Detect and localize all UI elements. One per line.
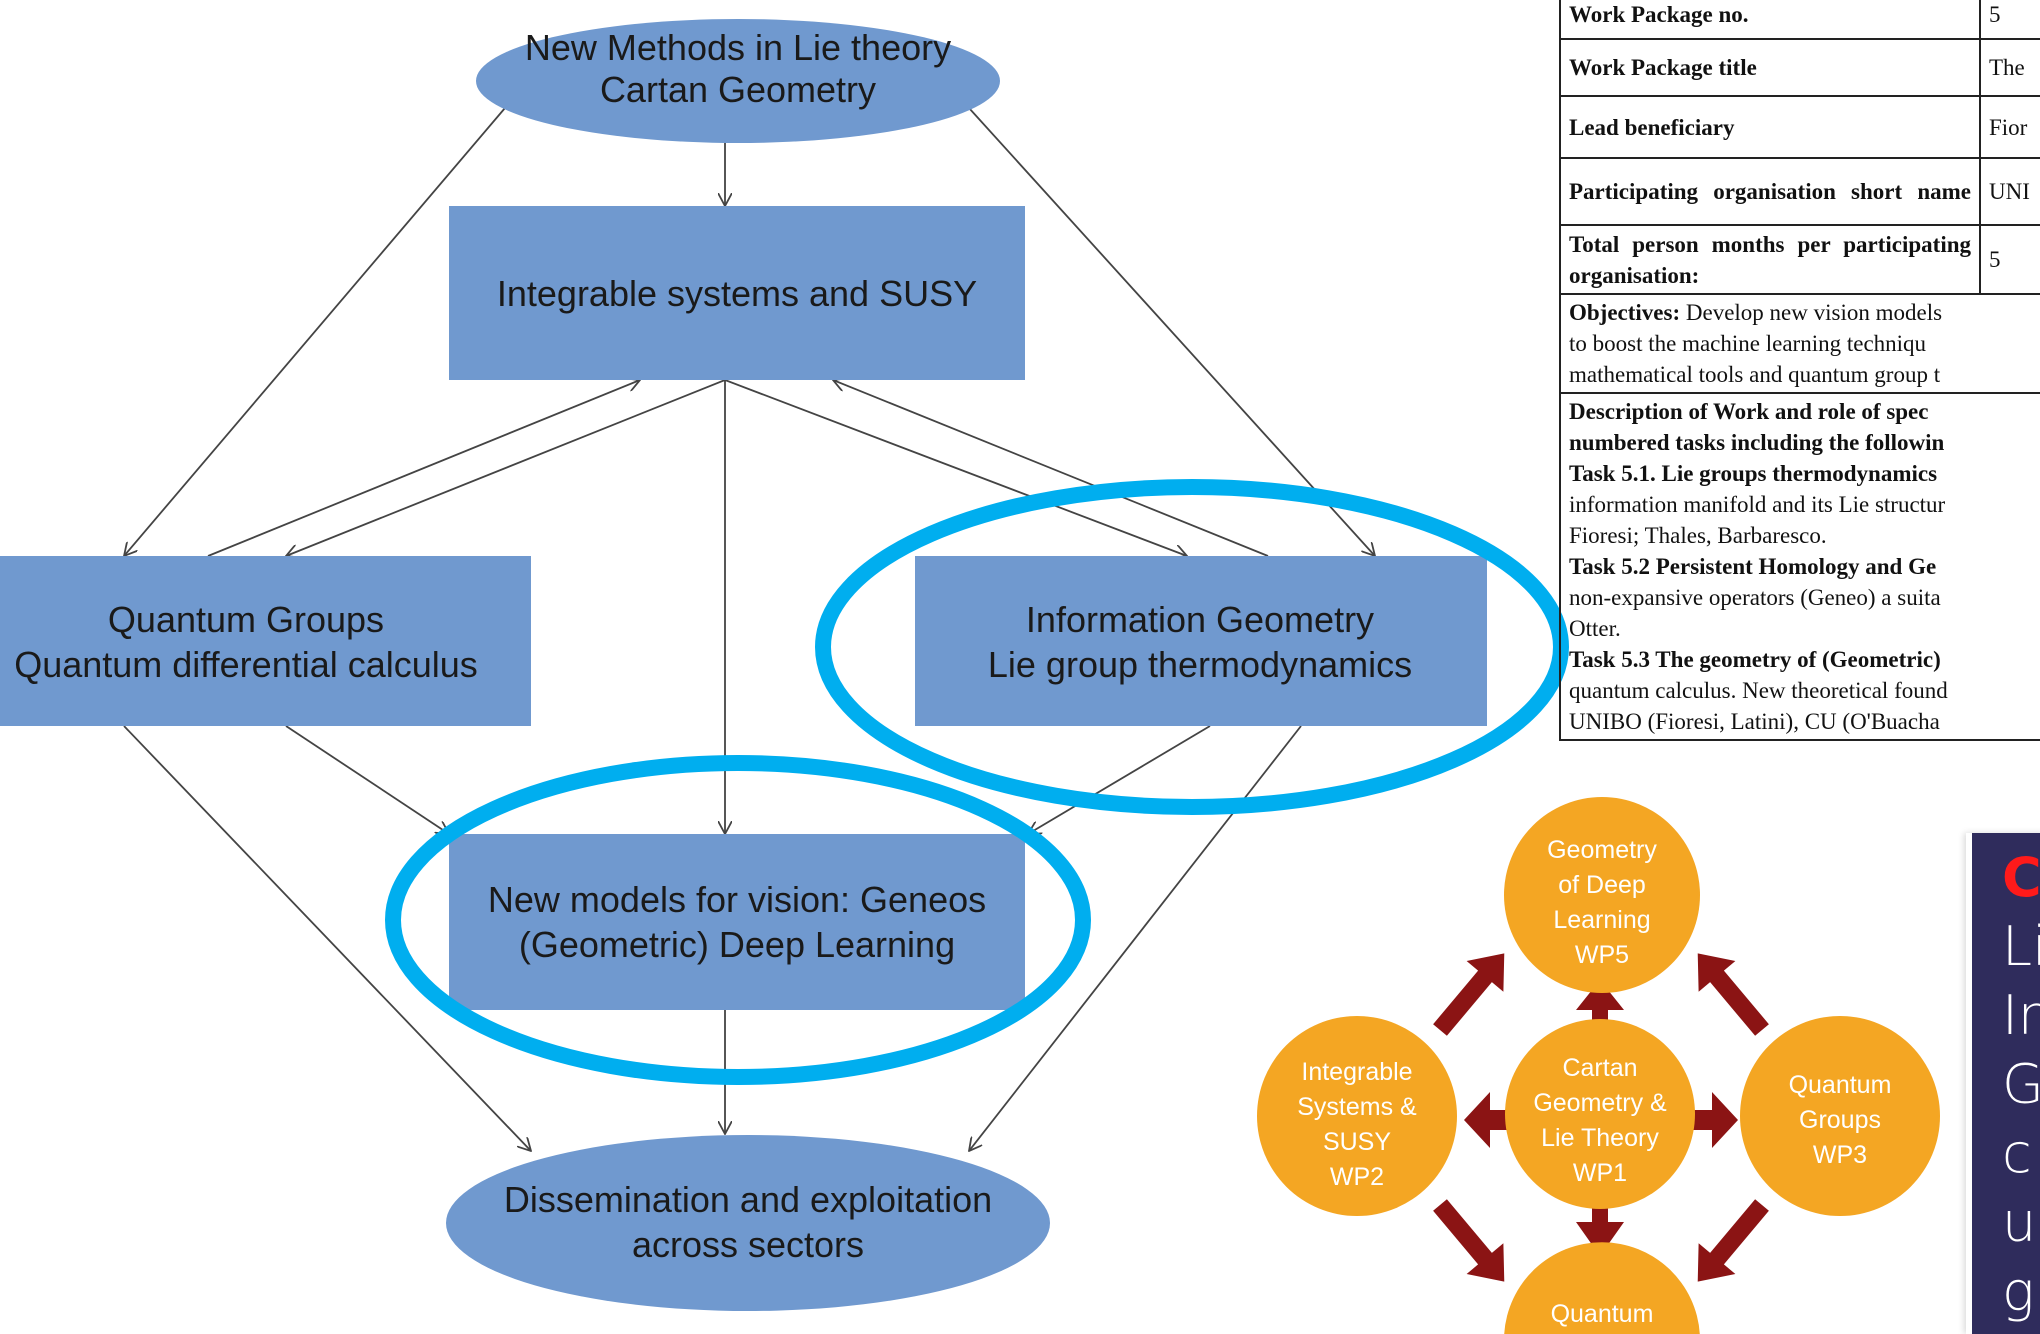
wp-diagram: Geometry of Deep Learning WP5 Integrable… bbox=[1257, 797, 1940, 1334]
arrow-quantum-groups-to-new-models bbox=[285, 725, 449, 834]
table-key: Work Package no. bbox=[1559, 0, 1981, 40]
task-text: UNIBO (Fioresi, Latini), CU (O'Buacha bbox=[1569, 709, 1940, 734]
wp5-line: Learning bbox=[1553, 906, 1650, 934]
objectives-row: Objectives: Develop new vision models to… bbox=[1559, 293, 2040, 394]
node-info-geometry-line2: Lie group thermodynamics bbox=[988, 644, 1412, 685]
arrow-up-icon bbox=[1576, 980, 1624, 1040]
arrow-info-geometry-to-new-models bbox=[1028, 725, 1211, 834]
table-key: Lead beneficiary bbox=[1559, 95, 1981, 159]
node-quantum-groups-line2: Quantum differential calculus bbox=[14, 644, 478, 685]
node-info-geometry-line1: Information Geometry bbox=[1026, 599, 1374, 640]
wp1-line: Cartan bbox=[1562, 1054, 1637, 1082]
arrow-integrable-to-info-geometry bbox=[724, 379, 1187, 556]
task-title: Task 5.2 Persistent Homology and Ge bbox=[1569, 554, 1937, 579]
side-box-line: g bbox=[2002, 1260, 2035, 1323]
side-box-line: In bbox=[2002, 984, 2040, 1047]
task-text: quantum calculus. New theoretical found bbox=[1569, 678, 1948, 703]
wp5-line: WP5 bbox=[1575, 941, 1629, 969]
wp1-circle: Cartan Geometry & Lie Theory WP1 bbox=[1505, 1019, 1695, 1209]
objectives-label: Objectives: bbox=[1569, 300, 1681, 325]
wp4-line: Quantum bbox=[1551, 1300, 1654, 1328]
wp2-line: SUSY bbox=[1323, 1128, 1391, 1156]
arrow-top-to-quantum-groups bbox=[124, 107, 506, 556]
table-value: 5 bbox=[1979, 224, 2040, 295]
arrow-info-geometry-to-dissemination bbox=[969, 725, 1302, 1151]
task-title: Task 5.3 The geometry of (Geometric) bbox=[1569, 647, 1941, 672]
wp1-line: Geometry & bbox=[1533, 1089, 1667, 1117]
wp2-line: Systems & bbox=[1297, 1093, 1417, 1121]
description-heading: numbered tasks including the followin bbox=[1569, 430, 1945, 455]
node-dissemination-line1: Dissemination and exploitation bbox=[504, 1179, 992, 1220]
wp4-circle: Quantum bbox=[1504, 1242, 1700, 1334]
arrow-info-geometry-to-integrable bbox=[833, 380, 1269, 557]
wp5-line: of Deep bbox=[1558, 871, 1646, 899]
wp3-circle: Quantum Groups WP3 bbox=[1740, 1016, 1940, 1216]
table-row: Total person months per participating or… bbox=[1559, 224, 2040, 295]
description-heading: Description of Work and role of spec bbox=[1569, 399, 1929, 424]
node-top-line1: New Methods in Lie theory bbox=[525, 27, 951, 68]
node-integrable-label: Integrable systems and SUSY bbox=[497, 273, 977, 314]
wp3-line: WP3 bbox=[1813, 1141, 1867, 1169]
wp2-line: Integrable bbox=[1301, 1058, 1412, 1086]
side-box-line: u bbox=[2002, 1191, 2037, 1254]
node-dissemination-line2: across sectors bbox=[632, 1224, 864, 1265]
side-text-box: C Li In G c u g bbox=[1972, 833, 2040, 1334]
table-value: UNI bbox=[1979, 157, 2040, 226]
arrow-down-icon bbox=[1576, 1190, 1624, 1256]
node-top-line2: Cartan Geometry bbox=[600, 69, 876, 110]
node-new-models: New models for vision: Geneos (Geometric… bbox=[449, 834, 1025, 1010]
node-new-models-line2: (Geometric) Deep Learning bbox=[519, 924, 955, 965]
task-title: Task 5.1. Lie groups thermodynamics bbox=[1569, 461, 1938, 486]
table-key: Work Package title bbox=[1559, 38, 1981, 97]
table-value: 5 bbox=[1979, 0, 2040, 40]
node-top: New Methods in Lie theory Cartan Geometr… bbox=[476, 19, 1000, 143]
task-text: Fioresi; Thales, Barbaresco. bbox=[1569, 523, 1827, 548]
wp3-line: Quantum bbox=[1789, 1071, 1892, 1099]
node-dissemination: Dissemination and exploitation across se… bbox=[446, 1135, 1050, 1311]
side-box-heading: C bbox=[2002, 846, 2040, 909]
objectives-text: mathematical tools and quantum group t bbox=[1569, 362, 1941, 387]
wp2-line: WP2 bbox=[1330, 1163, 1384, 1191]
highlight-ring-new-models bbox=[385, 755, 1091, 1085]
wp1-line: WP1 bbox=[1573, 1159, 1627, 1187]
wp1-line: Lie Theory bbox=[1541, 1124, 1659, 1152]
arrow-diagonal-down-left-icon bbox=[1697, 1199, 1769, 1282]
node-info-geometry: Information Geometry Lie group thermodyn… bbox=[915, 556, 1487, 726]
node-quantum-groups-line1: Quantum Groups bbox=[108, 599, 384, 640]
wp5-line: Geometry bbox=[1547, 836, 1657, 864]
objectives-text: to boost the machine learning techniqu bbox=[1569, 331, 1927, 356]
wp2-circle: Integrable Systems & SUSY WP2 bbox=[1257, 1016, 1457, 1216]
arrow-diagonal-up-right-icon bbox=[1433, 953, 1505, 1036]
table-row: Work Package title The bbox=[1559, 38, 2040, 97]
node-new-models-line1: New models for vision: Geneos bbox=[488, 879, 986, 920]
node-integrable: Integrable systems and SUSY bbox=[449, 206, 1025, 380]
table-key: Participating organisation short name bbox=[1559, 157, 1981, 226]
description-row: Description of Work and role of spec num… bbox=[1559, 392, 2040, 741]
task-text: Otter. bbox=[1569, 616, 1621, 641]
objectives-text: Develop new vision models bbox=[1680, 300, 1943, 325]
task-text: non-expansive operators (Geneo) a suita bbox=[1569, 585, 1941, 610]
table-row: Participating organisation short name UN… bbox=[1559, 157, 2040, 226]
arrow-top-to-info-geometry bbox=[968, 107, 1375, 556]
task-text: information manifold and its Lie structu… bbox=[1569, 492, 1946, 517]
table-row: Work Package no. 5 bbox=[1559, 0, 2040, 40]
table-row: Lead beneficiary Fior bbox=[1559, 95, 2040, 159]
table-value: The bbox=[1979, 38, 2040, 97]
arrow-diagonal-up-left-icon bbox=[1697, 953, 1769, 1036]
table-value: Fior bbox=[1979, 95, 2040, 159]
side-box-line: Li bbox=[2002, 915, 2040, 978]
node-quantum-groups: Quantum Groups Quantum differential calc… bbox=[0, 556, 531, 726]
arrow-integrable-to-quantum-groups bbox=[286, 379, 726, 556]
arrow-quantum-groups-to-integrable bbox=[207, 380, 640, 557]
table-key: Total person months per participating or… bbox=[1559, 224, 1981, 295]
side-box-line: G bbox=[2002, 1053, 2040, 1116]
work-package-table: Work Package no. 5 Work Package title Th… bbox=[1559, 0, 2040, 741]
side-box-line: c bbox=[2002, 1122, 2032, 1185]
wp5-circle: Geometry of Deep Learning WP5 bbox=[1504, 797, 1700, 993]
arrow-diagonal-down-right-icon bbox=[1433, 1199, 1505, 1282]
wp3-line: Groups bbox=[1799, 1106, 1881, 1134]
arrow-quantum-groups-to-dissemination bbox=[123, 725, 531, 1151]
